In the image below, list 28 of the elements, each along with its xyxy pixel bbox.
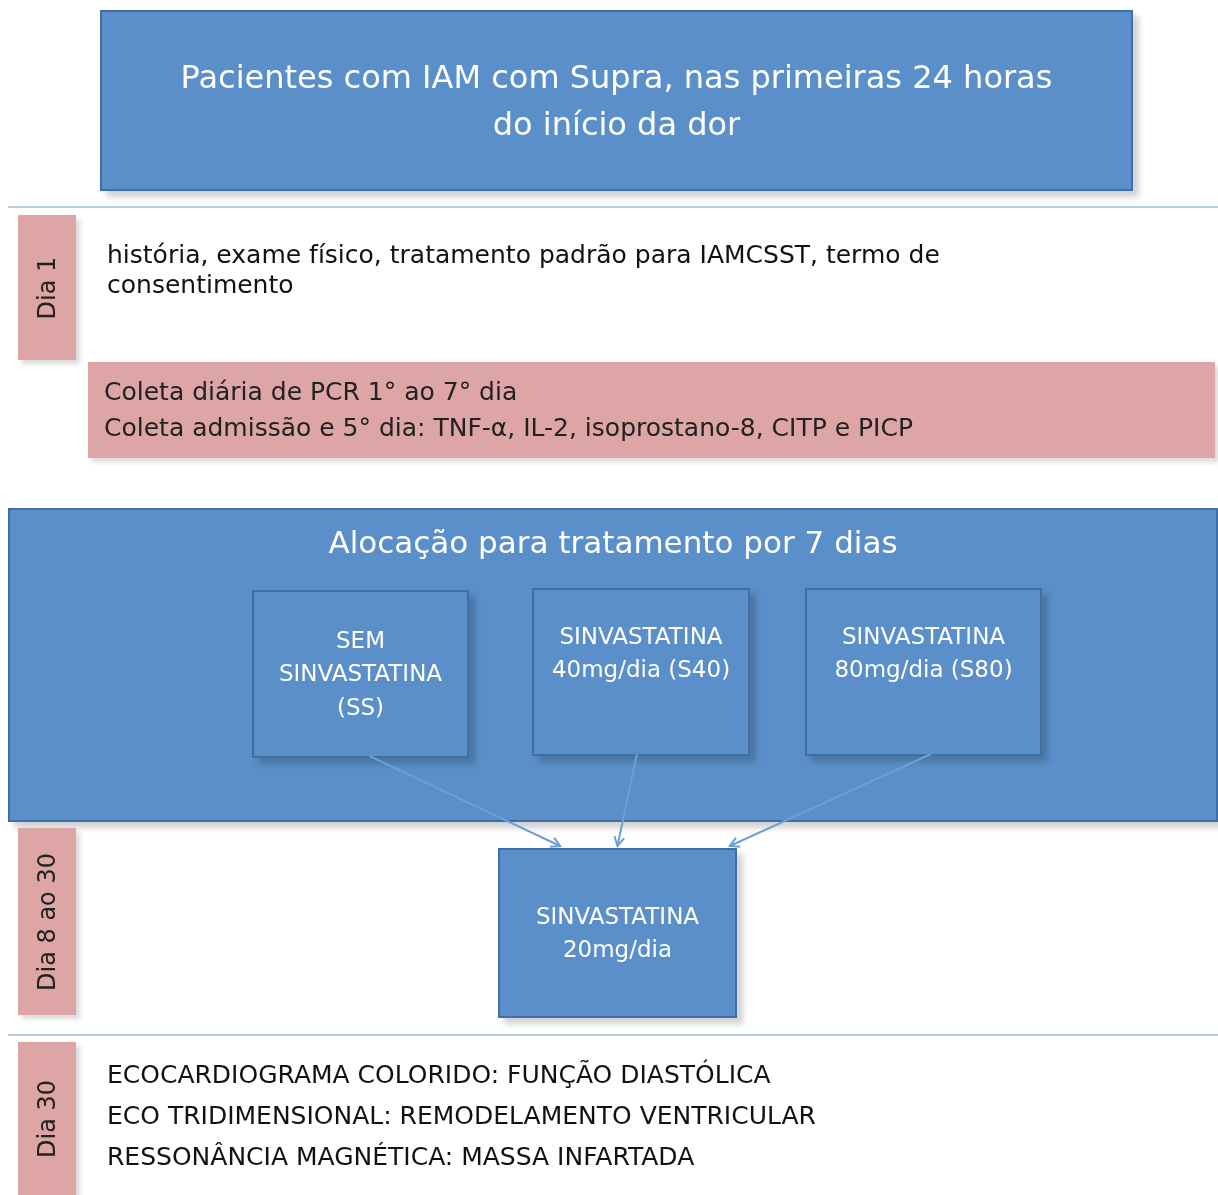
collection-box	[88, 362, 1215, 458]
box-text: SINVASTATINA 40mg/dia (S40)	[550, 622, 732, 685]
arrow	[728, 753, 932, 848]
day-label: Dia 30	[33, 1079, 61, 1158]
note-text: ECOCARDIOGRAMA COLORIDO: FUNÇÃO DIASTÓLICA	[107, 1060, 772, 1090]
group-heading: Alocação para tratamento por 7 dias	[327, 523, 899, 562]
process-box	[532, 588, 750, 756]
day-tab	[18, 215, 76, 360]
process-box	[498, 848, 737, 1018]
process-box	[252, 590, 469, 758]
day-tab	[18, 1042, 76, 1195]
box-text: Coleta admissão e 5° dia: TNF-α, IL-2, isoprostano-8, CITP e PICP	[104, 412, 915, 444]
note-text: RESSONÂNCIA MAGNÉTICA: MASSA INFARTADA	[107, 1142, 696, 1172]
day-label: Dia 1	[33, 256, 61, 319]
box-text: SINVASTATINA 20mg/dia	[534, 901, 701, 964]
day-label: Dia 8 ao 30	[33, 852, 61, 991]
arrow	[368, 755, 562, 848]
process-box	[8, 508, 1218, 822]
process-box	[100, 10, 1133, 191]
arrow	[613, 753, 638, 847]
process-box	[805, 588, 1042, 756]
box-text: Coleta diária de PCR 1° ao 7° dia	[104, 375, 519, 408]
box-text: Pacientes com IAM com Supra, nas primeiras 24 horas do início da dor	[179, 57, 1054, 145]
day-tab	[18, 828, 76, 1015]
box-text: SEM SINVASTATINA (SS)	[277, 626, 444, 722]
note-text: história, exame físico, tratamento padrão para IAMCSST, termo de consentimento	[107, 240, 941, 300]
box-text: SINVASTATINA 80mg/dia (S80)	[833, 622, 1014, 685]
note-text: ECO TRIDIMENSIONAL: REMODELAMENTO VENTRICULAR	[107, 1101, 817, 1131]
